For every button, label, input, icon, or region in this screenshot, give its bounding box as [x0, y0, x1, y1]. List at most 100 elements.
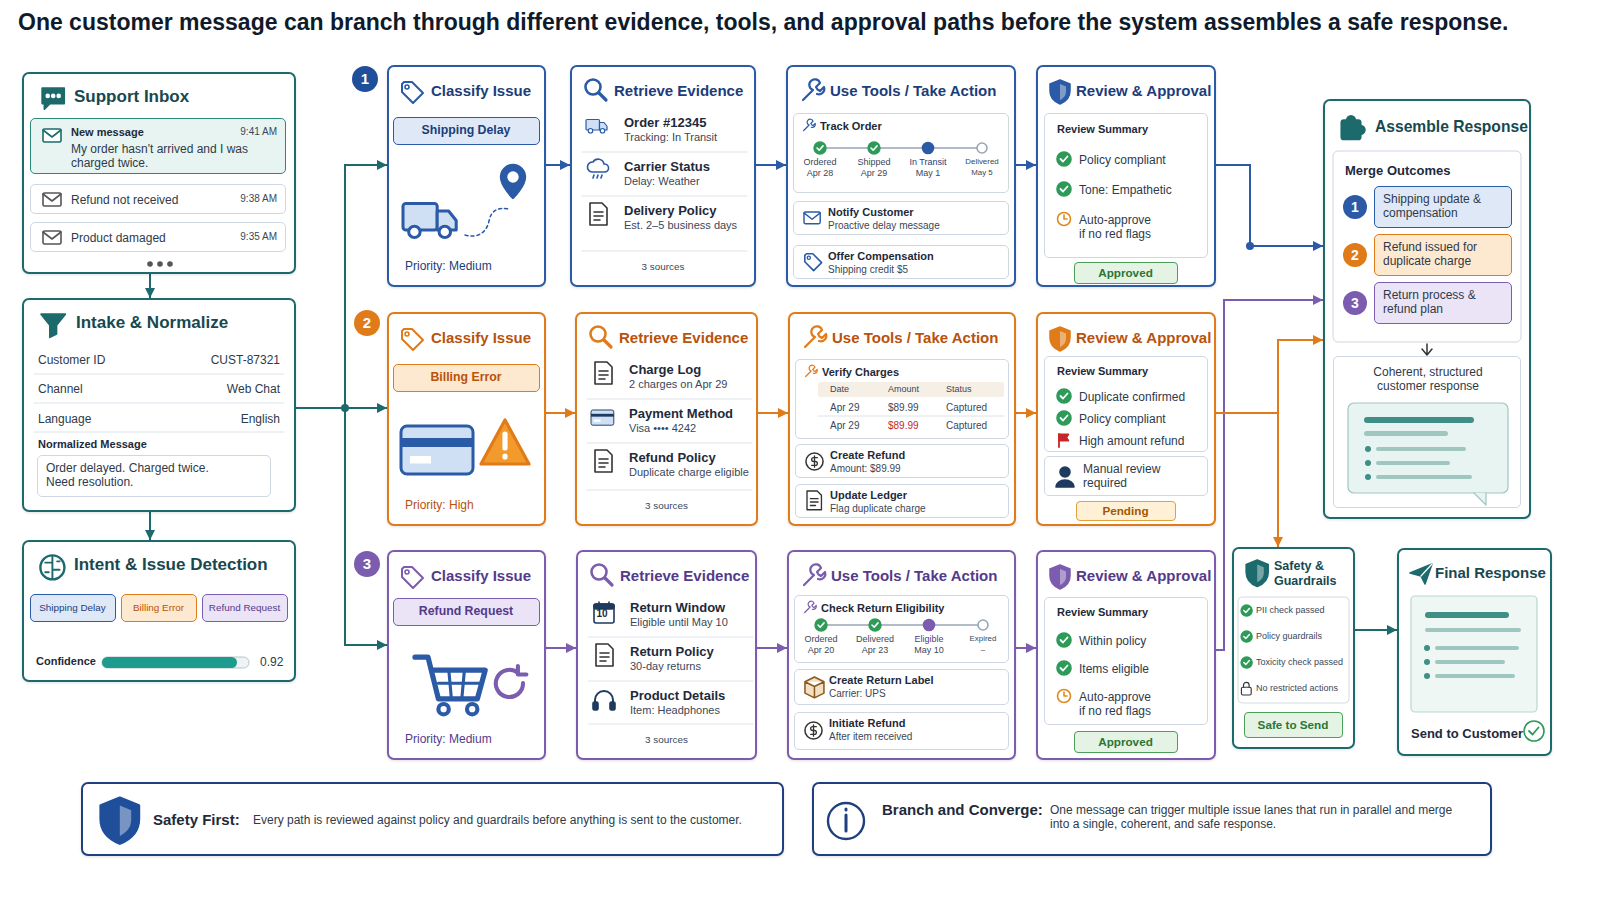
node-text: Auto-approve if no red flags [1079, 213, 1159, 242]
issue-chip: Billing Error [121, 594, 197, 622]
node-heading: Safety First: [153, 811, 240, 829]
node-text: Charge Log [629, 362, 701, 378]
sub-box: Initiate RefundAfter item received [794, 712, 1009, 750]
node-text: Priority: Medium [405, 732, 492, 746]
node-heading: Final Response [1435, 564, 1546, 582]
flow-connector [296, 165, 387, 408]
node-text: Ordered [794, 634, 848, 645]
node-text: Apr 29 [830, 420, 859, 432]
node-heading: Safety & Guardrails [1274, 559, 1350, 589]
flow-connector [296, 408, 387, 645]
sub-box: Review SummaryWithin policyItems eligibl… [1044, 597, 1208, 725]
node-heading: Create Refund [830, 449, 905, 462]
node-text: Channel [38, 382, 83, 396]
sub-box: Refund not received9:38 AM [30, 184, 286, 214]
status-badge: Approved [1074, 731, 1178, 753]
message-card: New message9:41 AMMy order hasn't arrive… [30, 118, 286, 174]
callout-number: 3 [354, 551, 380, 577]
node-heading: Use Tools / Take Action [830, 82, 996, 100]
node-text: Apr 20 [794, 645, 848, 656]
node-heading: Intent & Issue Detection [74, 555, 268, 575]
node-heading: Track Order [820, 120, 882, 133]
node-text: Confidence [36, 655, 96, 668]
node-text: Eligible [902, 634, 956, 645]
panel-box: Retrieve EvidenceOrder #12345Tracking: I… [570, 65, 756, 287]
node-text: Delivered [955, 157, 1009, 167]
sub-box: Verify ChargesDateAmountStatusApr 29$89.… [795, 359, 1009, 439]
node-text: One message can trigger multiple issue l… [1050, 803, 1470, 832]
node-text: 3 sources [572, 261, 754, 273]
node-heading: Update Ledger [830, 489, 907, 502]
outcome-box: Return process & refund plan [1374, 282, 1512, 324]
node-text: Items eligible [1079, 662, 1149, 676]
node-text: 3 sources [577, 500, 756, 512]
node-text: Captured [946, 420, 987, 432]
sub-box: Create RefundAmount: $89.99 [795, 444, 1009, 478]
flow-connector [1216, 413, 1278, 547]
panel-box: Safety First:Every path is reviewed agai… [81, 782, 784, 856]
node-text: Language [38, 412, 91, 426]
node-text: Apr 29 [830, 402, 859, 414]
node-heading: Shipping update & compensation [1383, 192, 1507, 221]
node-heading: Retrieve Evidence [619, 329, 748, 347]
node-text: Customer ID [38, 353, 105, 367]
node-text: May 10 [902, 645, 956, 656]
node-icon [389, 67, 544, 285]
node-text: May 5 [955, 168, 1009, 178]
node-text: English [134, 412, 280, 426]
node-heading: Assemble Response [1375, 118, 1528, 137]
outcome-box: Refund issued for duplicate charge [1374, 234, 1512, 276]
callout-number: 2 [1343, 243, 1367, 267]
flow-connector [546, 164, 570, 166]
panel-box: Review & ApprovalReview SummaryWithin po… [1036, 550, 1216, 760]
node-heading: Product damaged [71, 231, 166, 245]
node-text: Toxicity check passed [1256, 657, 1343, 668]
node-heading: Intake & Normalize [76, 313, 228, 333]
node-text: 3 sources [578, 734, 755, 746]
panel-box: Retrieve EvidenceReturn WindowEligible u… [576, 550, 757, 760]
status-badge: Approved [1074, 262, 1178, 284]
callout-number: 1 [1343, 195, 1367, 219]
node-text: Refund Policy [629, 450, 716, 466]
node-heading: Review & Approval [1076, 329, 1211, 347]
panel-box: Final ResponseSend to Customer [1397, 548, 1552, 756]
flow-connector [1216, 165, 1323, 246]
calendar-day: 10 [592, 607, 612, 620]
panel-box: Intent & Issue DetectionConfidence0.92Sh… [22, 540, 296, 682]
node-text: Shipping credit $5 [828, 264, 908, 276]
node-text: Return Policy [630, 644, 714, 660]
outcome-box: Shipping update & compensation [1374, 186, 1512, 228]
panel-box: Review & ApprovalReview SummaryDuplicate… [1036, 312, 1216, 526]
sub-box: Product damaged9:35 AM [30, 222, 286, 252]
node-text: Status [946, 384, 972, 395]
node-text: Est. 2–5 business days [624, 219, 737, 232]
node-heading: Refund Request [394, 604, 538, 619]
node-heading: Refund Request [203, 602, 286, 614]
node-text: Item: Headphones [630, 704, 720, 717]
sub-box: Manual review required [1044, 456, 1208, 496]
node-heading: Review & Approval [1076, 82, 1211, 100]
panel-box: Support InboxNew message9:41 AMMy order … [22, 72, 296, 274]
node-heading: Return process & refund plan [1383, 288, 1507, 317]
sub-box: Create Return LabelCarrier: UPS [794, 669, 1009, 705]
node-heading: Classify Issue [431, 329, 531, 347]
flow-connector [149, 512, 151, 540]
node-heading: Classify Issue [431, 82, 531, 100]
node-text: Delay: Weather [624, 175, 700, 188]
node-text: In Transit [901, 157, 955, 168]
flow-connector [546, 412, 575, 414]
node-text: Priority: High [405, 498, 474, 512]
issue-chip: Shipping Delay [393, 117, 540, 145]
node-text: Eligible until May 10 [630, 616, 728, 629]
flow-connector [149, 274, 151, 298]
node-text: 9:41 AM [217, 126, 277, 138]
sub-box: Check Return EligibilityOrderedApr 20Del… [794, 595, 1009, 663]
node-heading: Shipping Delay [31, 602, 114, 614]
node-text: Merge Outcomes [1345, 163, 1450, 179]
sub-box: Notify CustomerProactive delay message [793, 201, 1009, 235]
node-heading: Manual review required [1083, 462, 1183, 491]
sub-box: Review SummaryPolicy compliantTone: Empa… [1044, 113, 1208, 258]
node-heading: Approved [1075, 735, 1176, 749]
node-heading: Check Return Eligibility [821, 602, 944, 615]
sub-box: Update LedgerFlag duplicate charge [795, 484, 1009, 518]
